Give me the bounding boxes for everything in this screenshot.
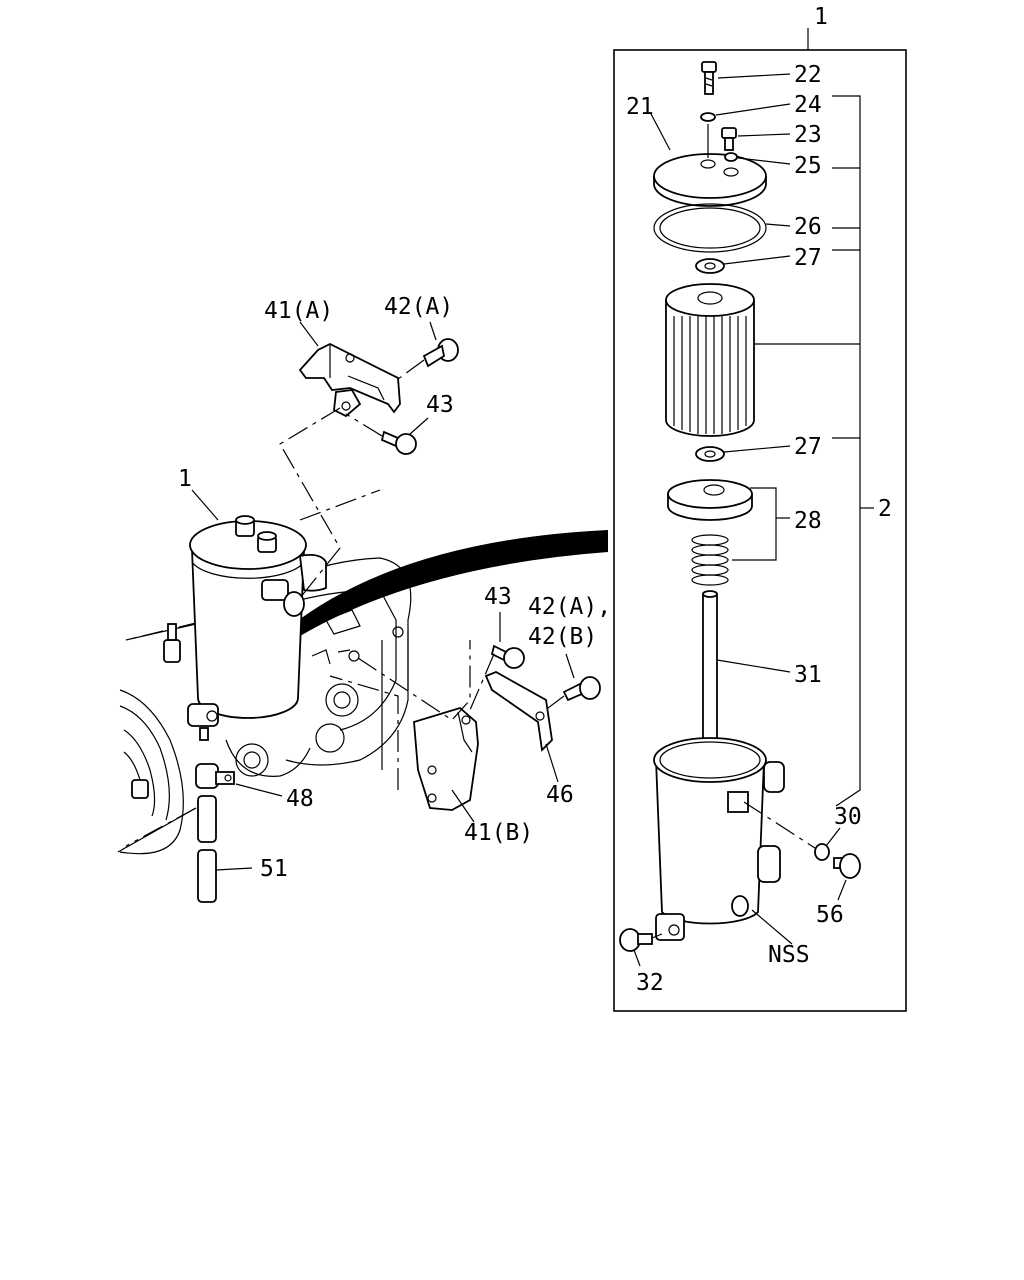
hose-51	[197, 795, 217, 903]
label-part-43-lower: 43	[484, 584, 512, 610]
label-part-27-upper: 27	[794, 245, 822, 271]
label-part-27-lower: 27	[794, 434, 822, 460]
installed-fuel-filter-1	[187, 515, 327, 727]
label-part-43-upper: 43	[426, 392, 454, 418]
center-rod-31	[702, 590, 718, 755]
view-transfer-arrow	[288, 530, 608, 636]
label-part-21: 21	[626, 94, 654, 120]
bolt-43-upper	[380, 430, 417, 455]
label-part-25: 25	[794, 153, 822, 179]
bracket-41b	[413, 706, 479, 811]
label-part-30: 30	[834, 804, 862, 830]
label-part-51: 51	[260, 856, 288, 882]
washer-24	[700, 112, 716, 122]
filter-housing	[653, 737, 785, 941]
label-part-31: 31	[794, 662, 822, 688]
label-part-2: 2	[878, 496, 892, 522]
label-part-46: 46	[546, 782, 574, 808]
label-part-28: 28	[794, 508, 822, 534]
plug-56	[833, 853, 861, 879]
seat-28	[667, 479, 753, 521]
exploded-view-frame	[613, 49, 907, 1012]
o-ring-26	[653, 203, 767, 253]
label-part-48: 48	[286, 786, 314, 812]
washer-27-upper	[695, 258, 725, 274]
label-part-42a: 42(A)	[384, 294, 453, 320]
label-part-56: 56	[816, 902, 844, 928]
drain-bolt-32	[619, 928, 653, 952]
label-part-22: 22	[794, 62, 822, 88]
bracket-41a	[298, 342, 401, 418]
label-part-1-top: 1	[814, 4, 828, 30]
label-part-41a: 41(A)	[264, 298, 333, 324]
label-part-nss: NSS	[768, 942, 810, 968]
label-part-24: 24	[794, 92, 822, 118]
label-part-1-left: 1	[178, 466, 192, 492]
plug-23	[721, 127, 737, 151]
label-part-26: 26	[794, 214, 822, 240]
label-part-42ab-line2: 42(B)	[528, 624, 597, 650]
gasket-25	[724, 152, 738, 162]
filter-element	[665, 283, 755, 437]
cover-21	[653, 124, 767, 207]
bracket-46	[484, 671, 553, 752]
bolt-43-lower	[490, 644, 525, 669]
label-part-42ab-line1: 42(A),	[528, 594, 611, 620]
label-part-41b: 41(B)	[464, 820, 533, 846]
bolt-42a	[422, 338, 459, 368]
bolt-42ab	[562, 676, 601, 702]
spring-28	[691, 534, 729, 586]
washer-27-lower	[695, 446, 725, 462]
washer-30	[814, 843, 830, 861]
label-part-23: 23	[794, 122, 822, 148]
engine-stud	[131, 623, 181, 799]
assembly-2-bracket	[832, 95, 861, 807]
bolt-22	[701, 61, 717, 95]
label-part-32: 32	[636, 970, 664, 996]
clamp-48	[195, 727, 235, 789]
